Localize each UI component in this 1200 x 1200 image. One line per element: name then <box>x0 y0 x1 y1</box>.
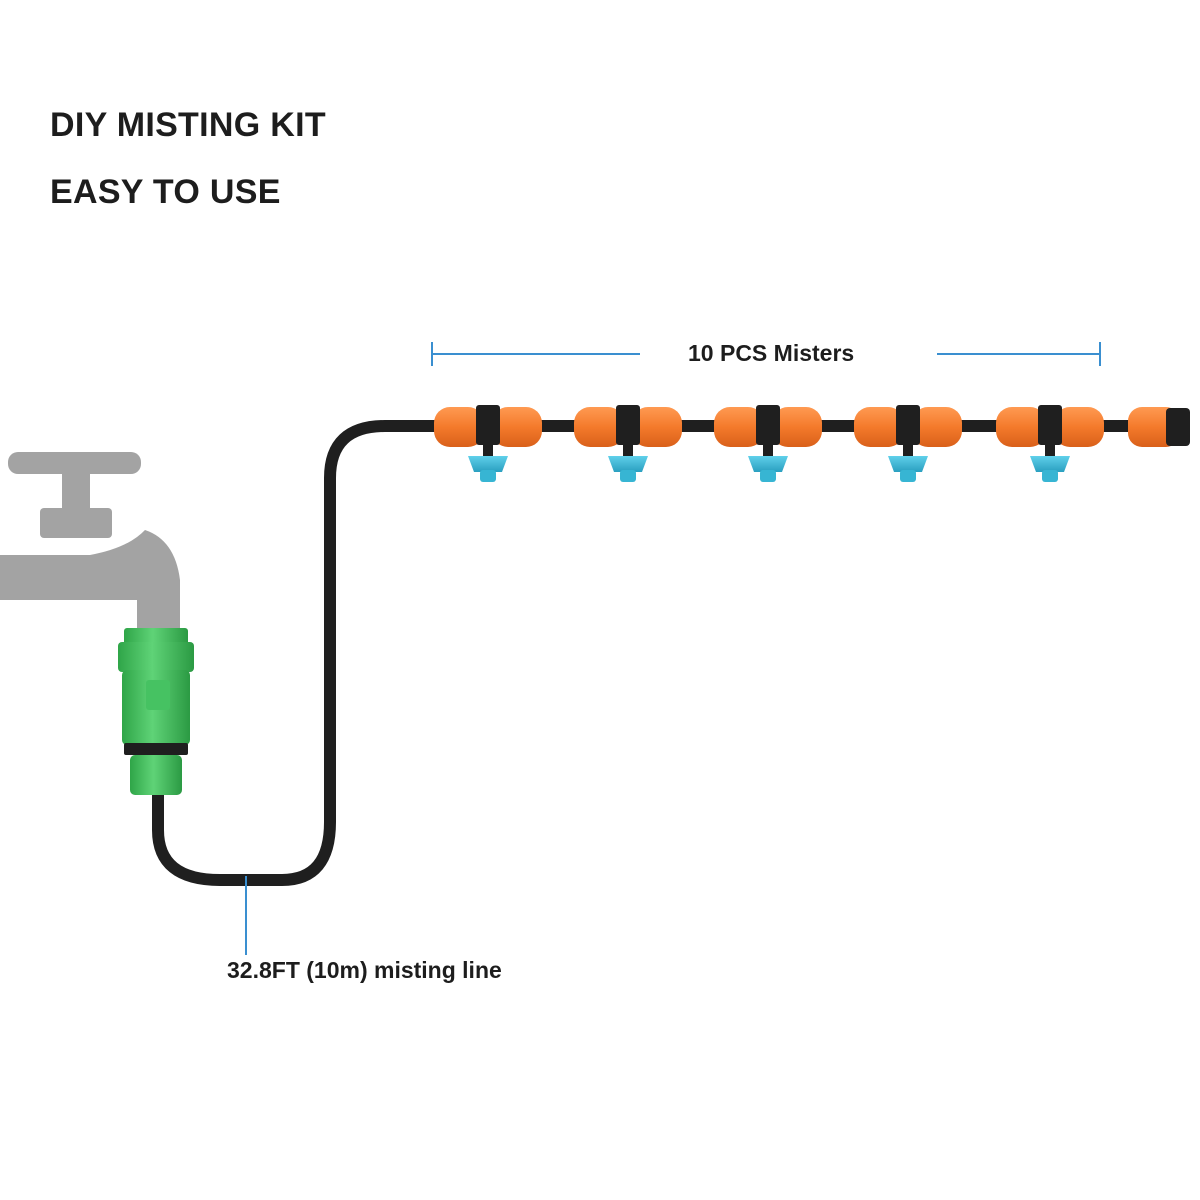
end-cap <box>1128 407 1190 447</box>
mister <box>714 405 822 482</box>
faucet-icon <box>0 452 180 632</box>
misters-group <box>434 405 1104 482</box>
misting-tube <box>152 420 1186 886</box>
mister <box>996 405 1104 482</box>
misting-line-label: 32.8FT (10m) misting line <box>227 957 502 983</box>
page-title: DIY MISTING KIT <box>50 106 326 144</box>
page-subtitle: EASY TO USE <box>50 173 281 211</box>
mister <box>434 405 542 482</box>
mister <box>574 405 682 482</box>
mister <box>854 405 962 482</box>
misters-dimension-line <box>431 342 1101 366</box>
misters-label: 10 PCS Misters <box>688 340 855 366</box>
hose-connector-icon <box>118 628 194 795</box>
